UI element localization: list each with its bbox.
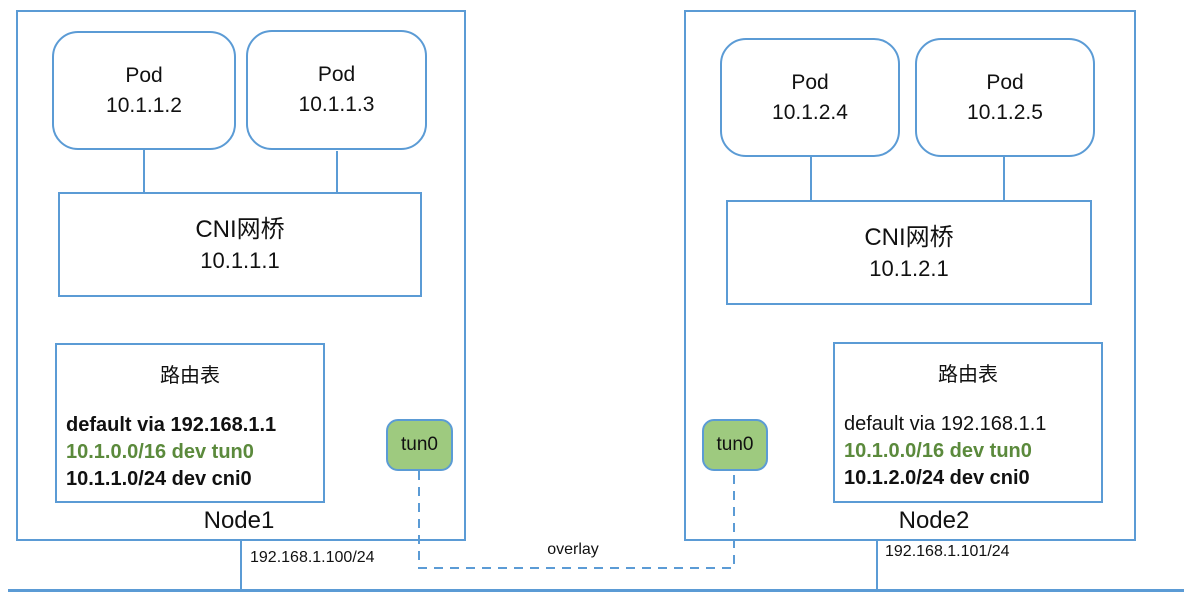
route-entry: 10.1.0.0/16 dev tun0	[66, 441, 254, 463]
pod-ip: 10.1.1.2	[106, 93, 182, 117]
pod-box: Pod 10.1.2.5	[915, 38, 1095, 157]
pod-ip: 10.1.1.3	[298, 93, 375, 116]
pod-box: Pod 10.1.1.2	[52, 31, 236, 150]
route-entry: 10.1.2.0/24 dev cni0	[844, 467, 1030, 489]
route-entry: 10.1.0.0/16 dev tun0	[844, 440, 1032, 462]
cni-bridge-title: CNI网桥	[864, 223, 954, 251]
cni-bridge-ip: 10.1.2.1	[869, 255, 949, 281]
cni-bridge-title: CNI网桥	[195, 215, 285, 243]
pod-title: Pod	[317, 63, 356, 86]
route-table-entries: default via 192.168.1.1 10.1.0.0/16 dev …	[835, 411, 1101, 492]
route-entry: default via 192.168.1.1	[844, 413, 1047, 435]
pod-ip: 10.1.2.5	[967, 100, 1043, 124]
node1-uplink-line	[240, 541, 242, 591]
pod-title: Pod	[125, 63, 163, 87]
ethernet-rail	[8, 589, 1184, 592]
pod-title: Pod	[986, 70, 1024, 94]
tun0-label: tun0	[716, 434, 754, 455]
pod-box: Pod 10.1.1.3	[246, 30, 427, 150]
cni-bridge-box: CNI网桥 10.1.2.1	[726, 200, 1092, 305]
host-ip-label: 192.168.1.101/24	[885, 543, 1010, 560]
pod-box: Pod 10.1.2.4	[720, 38, 900, 157]
route-table-entries: default via 192.168.1.1 10.1.0.0/16 dev …	[57, 412, 323, 493]
tun0-badge: tun0	[702, 419, 768, 471]
route-table-title: 路由表	[160, 365, 220, 387]
pod2-to-bridge-line	[336, 151, 338, 192]
route-entry: 10.1.1.0/24 dev cni0	[66, 468, 252, 490]
cni-bridge-ip: 10.1.1.1	[200, 247, 280, 273]
tun0-label: tun0	[401, 434, 438, 455]
tun0-badge: tun0	[386, 419, 453, 471]
route-table-title: 路由表	[938, 364, 998, 386]
node-label: Node2	[898, 507, 970, 534]
pod1-to-bridge-line	[143, 150, 145, 192]
node-label: Node1	[203, 507, 275, 534]
route-table-box: 路由表 default via 192.168.1.1 10.1.0.0/16 …	[55, 343, 325, 503]
pod3-to-bridge-line	[810, 157, 812, 200]
cni-bridge-box: CNI网桥 10.1.1.1	[58, 192, 422, 297]
node2-uplink-line	[876, 541, 878, 591]
route-table-box: 路由表 default via 192.168.1.1 10.1.0.0/16 …	[833, 342, 1103, 503]
pod4-to-bridge-line	[1003, 157, 1005, 200]
pod-ip: 10.1.2.4	[772, 100, 848, 124]
overlay-label: overlay	[547, 541, 599, 558]
route-entry: default via 192.168.1.1	[66, 414, 277, 436]
pod-title: Pod	[791, 70, 829, 94]
host-ip-label: 192.168.1.100/24	[250, 549, 375, 566]
